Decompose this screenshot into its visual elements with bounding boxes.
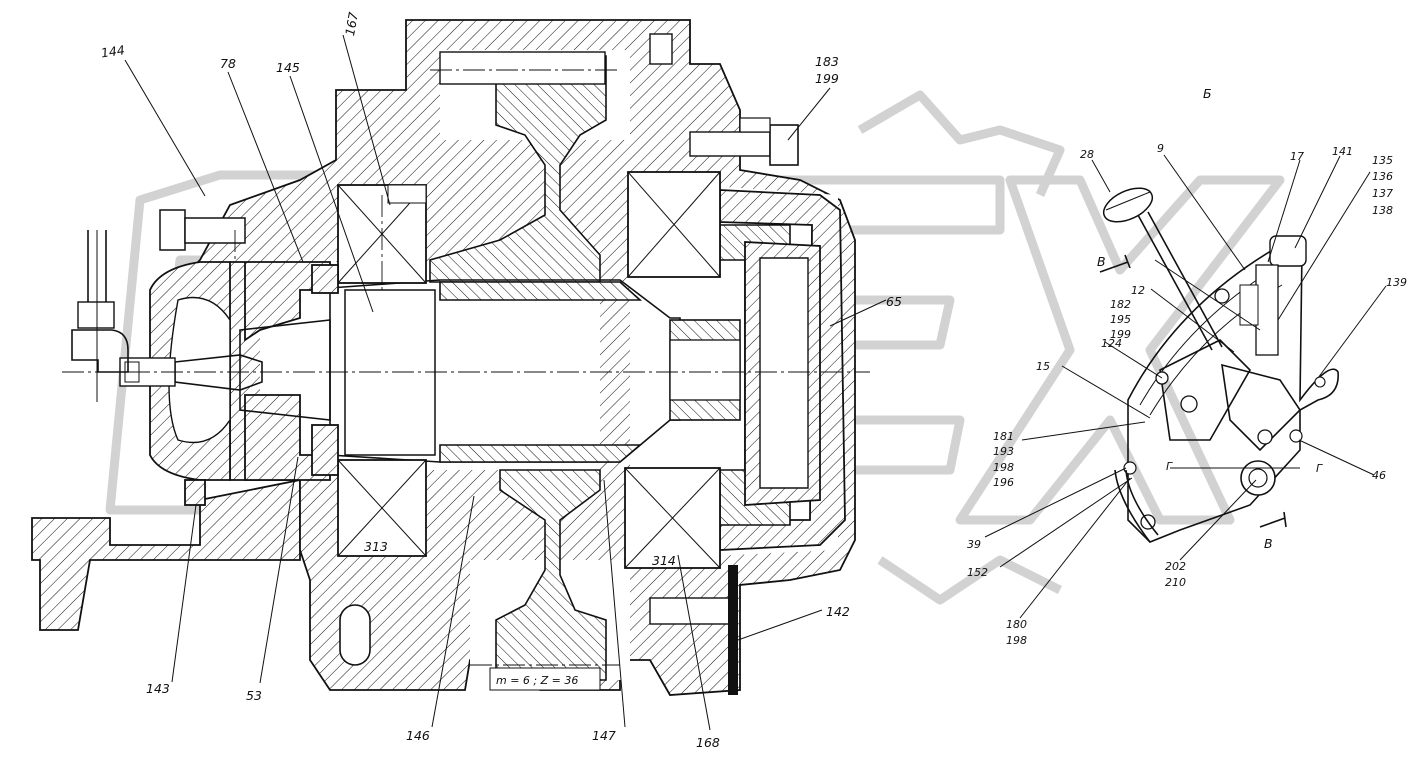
callout-141: 141 [1332,145,1353,158]
callout-135: 135 [1372,154,1393,167]
section-mark-g-left: Г [1166,460,1173,473]
callout-198b: 198 [1006,634,1027,647]
callout-167: 167 [342,11,361,37]
callout-199: 199 [815,71,839,86]
callout-39: 39 [967,538,981,551]
section-mark-v-bottom: В [1264,536,1273,551]
main-leader-lines [124,34,887,731]
detail-labels: Б 28 9 17 141 135 136 137 138 139 12 182… [967,86,1407,647]
callout-196: 196 [993,476,1014,489]
bearing-314 [624,171,721,569]
callout-15: 15 [1036,360,1050,373]
callout-313: 313 [364,539,388,554]
callout-182: 182 [1110,298,1131,311]
callout-78: 78 [220,56,236,71]
callout-12: 12 [1131,284,1145,297]
callout-183: 183 [815,54,839,69]
gear-spec-label: m = 6 ; Z = 36 [496,674,578,687]
callout-181: 181 [993,430,1014,443]
callout-144: 144 [100,42,126,60]
callout-168: 168 [696,735,720,750]
callout-142: 142 [826,604,850,619]
callout-210: 210 [1165,576,1186,589]
callout-139: 139 [1386,276,1407,289]
callout-145: 145 [276,60,300,75]
detail-title: Б [1203,86,1212,101]
callout-65: 65 [886,294,902,309]
callout-138: 138 [1372,204,1393,217]
detail-leader-lines [984,154,1387,619]
callout-53: 53 [246,688,262,703]
callout-143: 143 [146,681,170,696]
main-section-view [31,19,870,696]
section-mark-v-top: В [1097,254,1106,269]
section-mark-g-right: Г [1316,462,1323,475]
callout-198a: 198 [993,461,1014,474]
callout-147: 147 [592,728,616,743]
callout-9: 9 [1157,142,1164,155]
callout-17: 17 [1290,150,1304,163]
callout-202: 202 [1165,560,1186,573]
callout-124: 124 [1101,337,1122,350]
callout-46: 46 [1372,469,1386,482]
callout-146: 146 [406,728,430,743]
callout-137: 137 [1372,187,1393,200]
callout-152: 152 [967,566,988,579]
callout-199b: 199 [1110,328,1131,341]
callout-195: 195 [1110,313,1131,326]
callout-314: 314 [652,553,676,568]
detail-view-b [1099,187,1339,543]
callout-180: 180 [1006,618,1027,631]
callout-136: 136 [1372,170,1393,183]
callout-193: 193 [993,445,1014,458]
main-labels: 167 183 199 144 78 145 65 142 143 53 146… [100,11,902,750]
callout-28: 28 [1080,148,1094,161]
